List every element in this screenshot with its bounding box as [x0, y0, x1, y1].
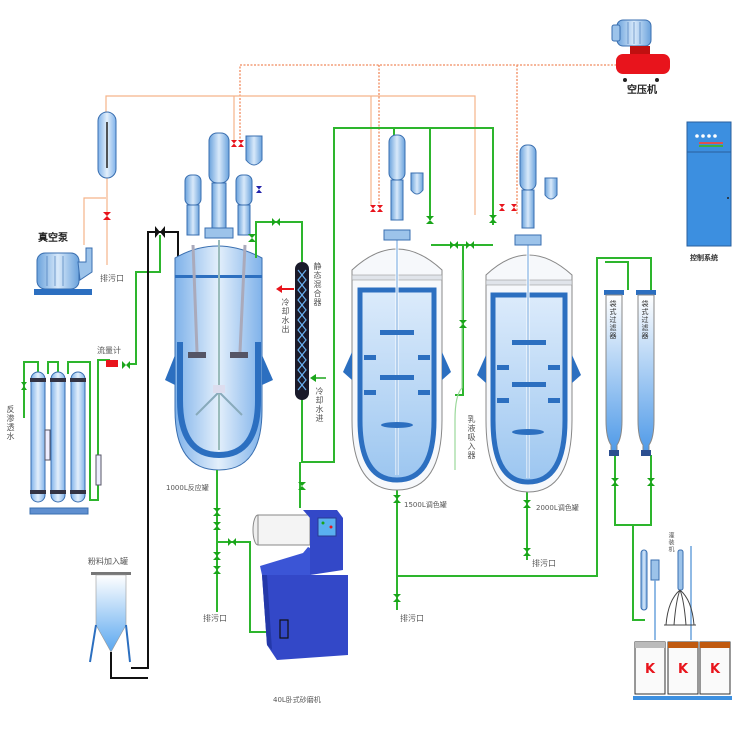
ro-outlet-valve[interactable]	[122, 361, 130, 369]
reactor-drain-label: 排污口	[203, 614, 227, 623]
cooling-water-in-arrow	[310, 374, 326, 382]
cooling-water-in-label: 冷却水进	[315, 387, 324, 423]
vacuum-drain-label: 排污口	[100, 274, 124, 283]
static-mixer-label: 静态混合器	[313, 262, 322, 307]
vacuum-buffer-tank	[97, 111, 117, 179]
svg-text:K: K	[710, 662, 721, 677]
emulsion-inlet-line	[454, 270, 463, 470]
reactor-blue-valve[interactable]	[256, 186, 262, 193]
vacuum-valve[interactable]	[103, 212, 111, 220]
mixing-tank-1500L	[343, 134, 451, 491]
horizontal-sand-mill	[252, 510, 348, 660]
feed-valve[interactable]	[155, 226, 165, 238]
tank2000-air-valve[interactable]	[499, 204, 517, 211]
powder-feed-line	[131, 231, 179, 669]
cooling-water-out-arrow	[276, 285, 294, 293]
sand-mill-label: 40L卧式砂磨机	[273, 696, 321, 704]
reactor-air-valve[interactable]	[231, 140, 244, 147]
control-cabinet	[686, 121, 732, 247]
cooling-water-out-label: 冷却水出	[281, 298, 290, 334]
bag-filter-2	[636, 290, 656, 456]
svg-text:K: K	[645, 662, 656, 677]
vacuum-pump-label: 真空泵	[38, 233, 68, 244]
ro-water-filters	[21, 235, 161, 515]
vacuum-pump	[34, 247, 93, 295]
tank2000-drain-label: 排污口	[532, 559, 556, 568]
powder-hopper-label: 粉料加入罐	[88, 557, 128, 566]
ro-water-label: 反渗透水	[6, 405, 15, 441]
vacuum-lines	[83, 95, 476, 265]
flowmeter-label: 流量计	[97, 346, 121, 355]
control-system-label: 控制系统	[690, 254, 718, 262]
filling-station: K K K	[633, 546, 732, 700]
air-compressor	[611, 19, 670, 82]
powder-hopper	[89, 572, 148, 679]
bag-filter-1	[604, 290, 624, 456]
reactor-1000L	[165, 132, 273, 471]
air-compressor-label: 空压机	[627, 85, 657, 96]
mixing-tank-2000L	[477, 144, 581, 493]
reactor-label: 1000L反应罐	[166, 484, 209, 492]
filling-label: 灌装机	[667, 532, 674, 553]
compressed-air-lines	[239, 64, 620, 215]
tank1500-air-valve[interactable]	[370, 205, 383, 212]
bag-filter-1-label: 袋式过滤器	[609, 300, 617, 340]
svg-text:K: K	[678, 662, 689, 677]
tank-1500-label: 1500L调色罐	[404, 501, 447, 509]
green-valves[interactable]	[213, 215, 655, 602]
flowmeter	[106, 360, 118, 367]
tank-2000-label: 2000L调色罐	[536, 504, 579, 512]
static-mixer	[295, 262, 309, 400]
emulsion-inlet-label: 乳液吸入器	[467, 415, 476, 460]
tank1500-drain-label: 排污口	[400, 614, 424, 623]
bag-filter-2-label: 袋式过滤器	[641, 300, 649, 340]
